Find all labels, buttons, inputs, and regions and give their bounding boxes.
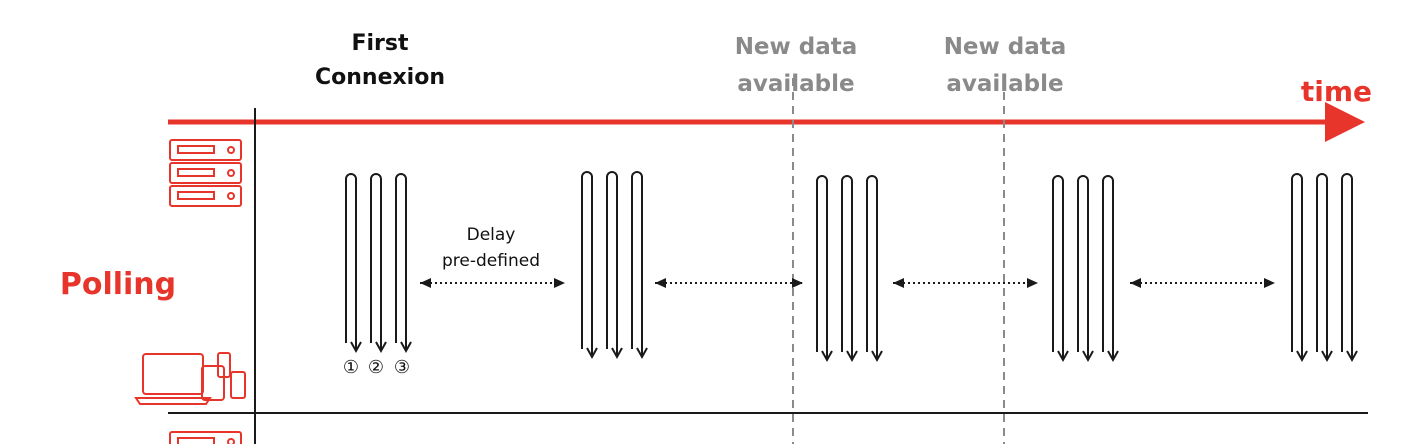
- new-data-label-1: New data available: [735, 34, 858, 97]
- response-arrowhead: [1321, 350, 1333, 363]
- first-connexion-label: First Connexion: [315, 31, 445, 90]
- response-arrowhead: [1082, 350, 1094, 363]
- new-data-label-2-line1: New data: [944, 34, 1067, 60]
- delay-arrowhead-left: [893, 278, 904, 288]
- request-number-2: ②: [368, 357, 384, 378]
- request-loop: [581, 171, 593, 355]
- first-connexion-line2: Connexion: [315, 65, 445, 90]
- request-group-2: [581, 171, 648, 360]
- server-icon-bottom: [169, 431, 242, 444]
- response-arrowhead: [636, 347, 648, 360]
- response-arrowhead: [400, 341, 412, 354]
- response-arrowhead: [375, 341, 387, 354]
- response-arrowhead: [871, 350, 883, 363]
- delay-arrowhead-right: [792, 278, 803, 288]
- new-data-label-2: New data available: [944, 34, 1067, 97]
- delay-arrowhead-right: [1027, 278, 1038, 288]
- delay-arrowhead-left: [1130, 278, 1141, 288]
- request-loop: [1341, 173, 1353, 358]
- request-group-5: [1291, 173, 1358, 363]
- request-group-4: [1052, 175, 1119, 363]
- delay-label-line2: pre-defined: [442, 251, 540, 271]
- request-numbers: ① ② ③: [343, 357, 410, 378]
- request-loop: [631, 171, 643, 355]
- polling-title: Polling: [60, 267, 176, 302]
- request-loop: [345, 173, 357, 349]
- request-loop: [606, 171, 618, 355]
- response-arrowhead: [1346, 350, 1358, 363]
- response-arrowhead: [586, 347, 598, 360]
- response-arrowhead: [846, 350, 858, 363]
- new-data-label-1-line1: New data: [735, 34, 858, 60]
- request-loop: [1291, 173, 1303, 358]
- request-groups: [345, 171, 1358, 363]
- delay-arrowhead-left: [655, 278, 666, 288]
- devices-icon: [134, 352, 246, 405]
- first-connexion-line1: First: [351, 31, 409, 56]
- request-loop: [866, 175, 878, 358]
- delay-label: Delay pre-defined: [442, 225, 540, 271]
- response-arrowhead: [611, 347, 623, 360]
- response-arrowhead: [1057, 350, 1069, 363]
- time-label: time: [1301, 75, 1372, 108]
- delay-arrowhead-right: [554, 278, 565, 288]
- server-icon: [169, 139, 242, 207]
- delay-label-line1: Delay: [467, 225, 516, 245]
- request-number-3: ③: [394, 357, 410, 378]
- request-loop: [395, 173, 407, 349]
- request-loop: [1077, 175, 1089, 358]
- delay-arrowhead-left: [420, 278, 431, 288]
- request-loop: [370, 173, 382, 349]
- response-arrowhead: [1296, 350, 1308, 363]
- delay-arrowhead-right: [1264, 278, 1275, 288]
- new-data-label-1-line2: available: [737, 71, 854, 97]
- request-group-3: [816, 175, 883, 363]
- request-loop: [816, 175, 828, 358]
- request-loop: [1316, 173, 1328, 358]
- delay-arrows: [420, 278, 1275, 288]
- request-group-1: [345, 173, 412, 354]
- request-number-1: ①: [343, 357, 359, 378]
- request-loop: [1052, 175, 1064, 358]
- response-arrowhead: [1107, 350, 1119, 363]
- request-loop: [1102, 175, 1114, 358]
- response-arrowhead: [821, 350, 833, 363]
- response-arrowhead: [350, 341, 362, 354]
- request-loop: [841, 175, 853, 358]
